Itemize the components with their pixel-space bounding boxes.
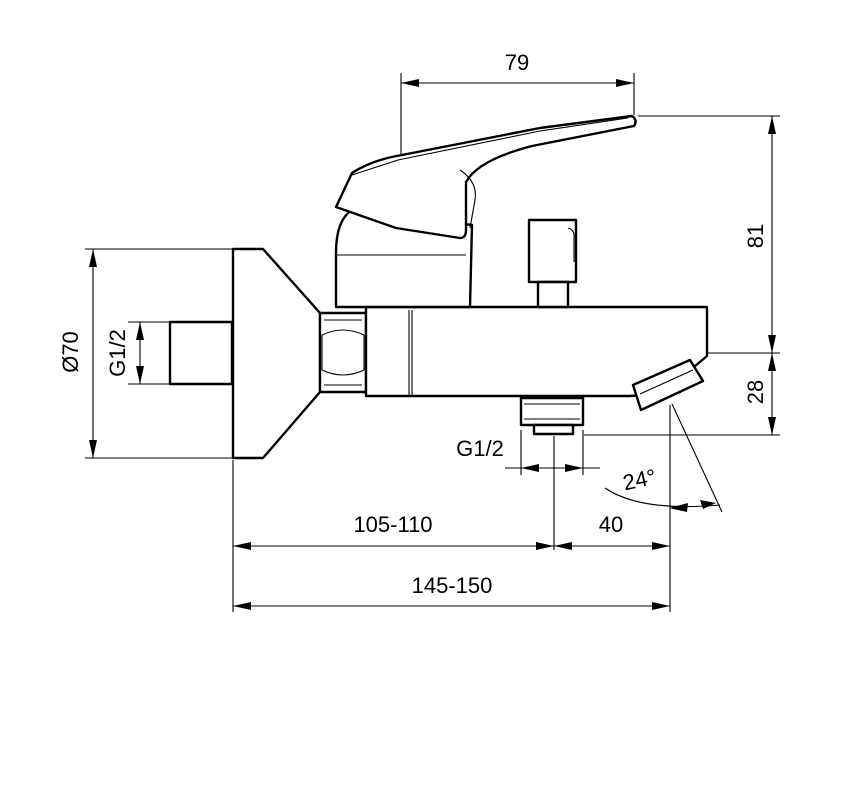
faucet-outline	[168, 114, 709, 460]
dim-distance-a-label: 105-110	[353, 512, 432, 537]
dim-angle-label: 24°	[621, 464, 659, 495]
dimension-arrows	[89, 79, 776, 610]
dim-top-width-label: 79	[505, 50, 529, 75]
dim-height-spout-label: 28	[743, 380, 768, 404]
dim-distance-b-label: 40	[599, 512, 623, 537]
extension-lines	[85, 73, 780, 612]
dim-inlet-thread-label: G1/2	[105, 329, 130, 377]
dim-distance-total-label: 145-150	[412, 573, 493, 598]
dimension-lines	[92, 82, 773, 607]
dim-outlet-thread-label: G1/2	[456, 436, 504, 461]
dim-diameter-label: Ø70	[58, 331, 83, 373]
dim-height-total-label: 81	[743, 224, 768, 248]
